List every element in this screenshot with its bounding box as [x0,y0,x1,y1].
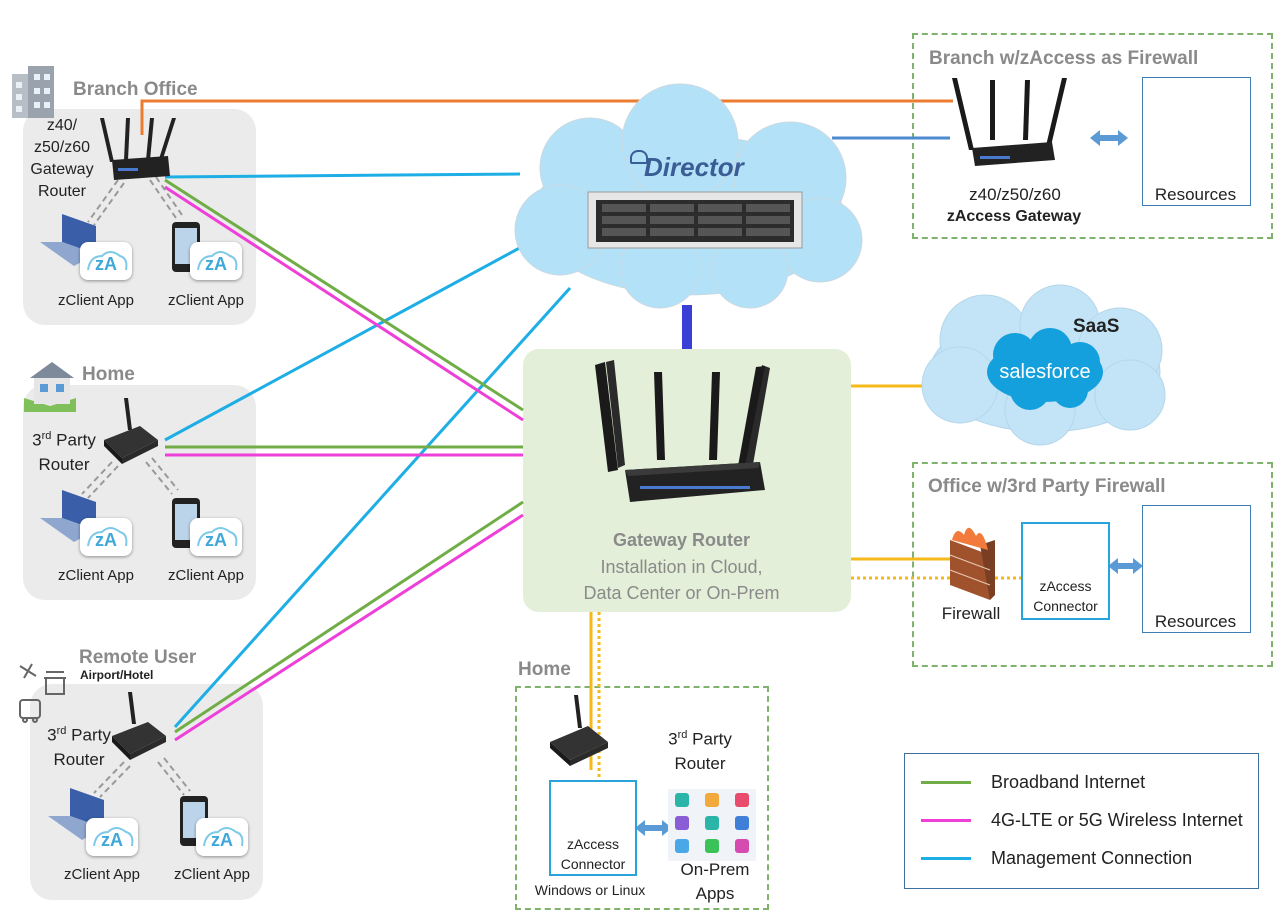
gateway-model-label: z40/z50/z60 [969,185,1061,204]
zclient-label: zClient App [168,567,244,584]
home-onprem-box [515,686,769,910]
resources-box-top [1142,77,1251,206]
firewall-label: Firewall [941,604,1001,623]
legend-swatch [921,780,971,784]
salesforce-text: salesforce [999,361,1091,383]
resources-label: Resources [1154,612,1237,631]
zclient-icon: zA [86,818,138,856]
resources-label: Resources [1154,185,1237,204]
mgmt-link-remote [173,286,572,729]
legend-swatch [921,818,971,822]
svg-text:zA: zA [95,530,117,550]
svg-text:zA: zA [211,830,233,850]
home2-router-label: 3rd Party Router [668,729,732,773]
gateway-router-device [595,360,770,502]
firewall-icon [949,527,995,600]
director-server [587,191,803,249]
remote-user-subtitle: Airport/Hotel [80,668,154,682]
connector-label: zAccess Connector [1033,578,1098,614]
home2-title: Home [518,659,571,680]
branch-router-device [100,118,176,180]
mgmt-link-home [164,243,526,442]
director-label: Director [644,152,744,182]
legend-label: 4G-LTE or 5G Wireless Internet [991,809,1243,830]
zclient-icon: zA [190,242,242,280]
connector-label: zAccess Connector [560,836,626,872]
remote-user-title: Remote User [79,647,197,668]
svg-text:zA: zA [205,254,227,274]
branch-firewall-box [912,33,1273,239]
svg-text:zA: zA [95,254,117,274]
home-panel [23,385,256,600]
zclient-icon: zA [80,242,132,280]
svg-text:zA: zA [101,830,123,850]
remote-router-device [112,692,166,760]
home2-router-device [550,695,608,766]
salesforce-logo [987,328,1103,410]
home1-router-device [104,398,158,464]
director-cloud-mark [630,150,648,164]
gateway-router-line2: Data Center or On-Prem [583,583,780,603]
legend-swatch [921,856,971,860]
home-router-label: 3rd Party Router [32,430,96,474]
os-label: Windows or Linux [534,882,646,898]
connector-box-office [1021,522,1110,620]
house-icon [24,362,76,412]
legend-item-management: Management Connection [921,846,1192,870]
zclient-icon: zA [80,518,132,556]
gateway-router-line1: Installation in Cloud, [600,557,763,577]
zclient-label: zClient App [168,292,244,309]
building-icon [12,66,54,118]
saas-cloud [921,284,1166,446]
on-prem-apps-icons [668,789,756,861]
mgmt-link-branch [164,172,521,179]
legend-item-wireless: 4G-LTE or 5G Wireless Internet [921,808,1243,832]
zclient-icon: zA [190,518,242,556]
zclient-label: zClient App [174,866,250,883]
arrows [635,130,1143,836]
zclient-icon: zA [196,818,248,856]
wireless-link-remote [174,513,524,742]
home-title: Home [82,364,135,385]
zclient-label: zClient App [58,292,134,309]
branch-office-title: Branch Office [73,79,198,100]
saas-title: SaaS [1073,316,1120,337]
office-3rd-title: Office w/3rd Party Firewall [928,476,1166,497]
gateway-name-label: zAccess Gateway [946,208,1082,225]
office-3rd-party-box [912,462,1273,667]
branch-router-label: z40/ z50/z60 Gateway Router [30,117,94,200]
broadband-link-branch [164,178,524,412]
branch-fw-router-device [952,78,1067,166]
svg-text:zA: zA [205,530,227,550]
remote-router-label: 3rd Party Router [47,725,111,769]
zclient-label: zClient App [58,567,134,584]
branch-office-panel [23,109,256,325]
connector-box-home [549,780,637,876]
on-prem-apps-label: On-Prem Apps [680,860,750,903]
legend: Broadband Internet 4G-LTE or 5G Wireless… [904,753,1259,889]
legend-item-broadband: Broadband Internet [921,770,1145,794]
orange-link [140,99,953,135]
branch-firewall-title: Branch w/zAccess as Firewall [929,48,1199,69]
resources-box-office [1142,505,1251,633]
gateway-router-title: Gateway Router [612,530,751,550]
remote-user-panel [30,684,263,900]
broadband-link-remote [174,500,524,734]
travel-icons [19,663,66,723]
zclient-label: zClient App [64,866,140,883]
wireless-link-branch [164,185,524,422]
legend-label: Broadband Internet [991,771,1146,792]
legend-label: Management Connection [991,847,1193,868]
